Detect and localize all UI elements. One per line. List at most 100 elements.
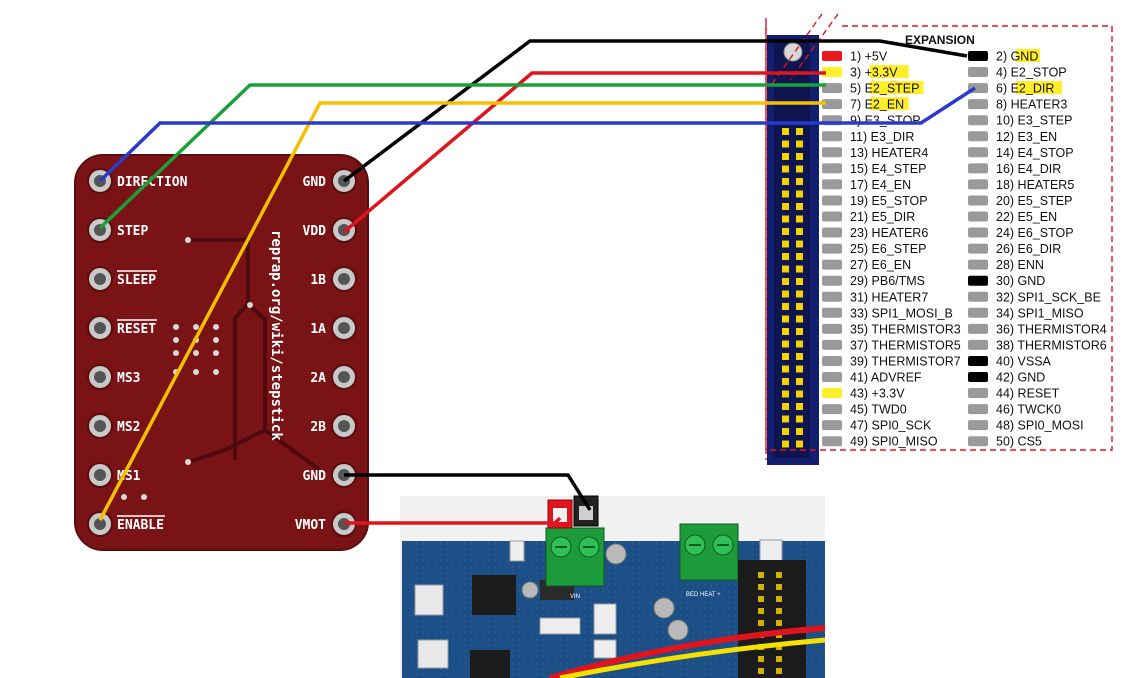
expansion-pin-label: 27) E6_EN bbox=[850, 258, 911, 272]
expansion-pin-label: 14) E4_STOP bbox=[996, 146, 1074, 160]
stepstick-pin-label: 1B bbox=[310, 273, 326, 288]
pin-highlight bbox=[1015, 81, 1063, 95]
box-header-pin bbox=[776, 668, 782, 674]
header-pin bbox=[796, 228, 803, 235]
header-pin bbox=[782, 390, 789, 398]
header-pin bbox=[796, 365, 803, 373]
header-pin bbox=[796, 415, 803, 423]
expansion-pin-label: 5) E2_STEP bbox=[850, 82, 919, 96]
header-pin bbox=[796, 390, 803, 398]
expansion-pin-label: 29) PB6/TMS bbox=[850, 274, 925, 288]
pin-marker bbox=[822, 436, 842, 447]
pin-marker bbox=[822, 275, 842, 286]
pin-marker bbox=[822, 83, 842, 94]
header-pin bbox=[796, 303, 803, 310]
pin-marker bbox=[968, 147, 988, 158]
expansion-pin-label: 7) E2_EN bbox=[850, 98, 904, 112]
pin-marker bbox=[968, 179, 988, 190]
pin-marker bbox=[822, 227, 842, 238]
header-pin bbox=[782, 353, 789, 360]
header-pin bbox=[796, 165, 803, 173]
wire-step-green bbox=[98, 83, 826, 230]
stepstick-driver: reprap.org/wiki/stepstick DIRECTIONSTEPS… bbox=[74, 154, 369, 551]
pin-marker bbox=[822, 243, 842, 254]
wires bbox=[98, 39, 976, 525]
expansion-pin-label: 16) E4_DIR bbox=[996, 162, 1061, 176]
expansion-pin-label: 43) +3.3V bbox=[850, 387, 905, 401]
terminal-vin-label: VIN bbox=[570, 594, 580, 600]
pin-marker bbox=[968, 51, 988, 61]
expansion-pin-label: 1) +5V bbox=[850, 50, 888, 64]
pin-highlight bbox=[1015, 49, 1040, 62]
pin-marker bbox=[822, 355, 842, 366]
expansion-pin-label: 21) E5_DIR bbox=[850, 210, 915, 224]
pin-marker bbox=[822, 67, 842, 78]
expansion-pin-label: 48) SPI0_MOSI bbox=[996, 419, 1084, 433]
header-pin bbox=[782, 278, 789, 285]
box-header-pin bbox=[758, 572, 764, 578]
expansion-pin-label: 49) SPI0_MISO bbox=[850, 435, 938, 449]
stepstick-pin-hole bbox=[94, 420, 106, 432]
header-pin bbox=[796, 440, 803, 448]
pin-marker bbox=[822, 339, 842, 350]
stepstick-pin-label: 2A bbox=[310, 371, 326, 386]
slash-dash-1 bbox=[789, 13, 839, 81]
expansion-pin-label: 22) E5_EN bbox=[996, 210, 1057, 224]
box-header-pin bbox=[758, 608, 764, 614]
board-cable bbox=[549, 625, 826, 678]
expansion-pin-label: 18) HEATER5 bbox=[996, 178, 1074, 192]
expansion-pin-label: 6) E2_DIR bbox=[996, 82, 1054, 96]
header-pin bbox=[796, 340, 803, 348]
box-header bbox=[738, 560, 806, 678]
expansion-pin-label: 20) E5_STEP bbox=[996, 194, 1072, 208]
wire-gnd-black bbox=[342, 39, 968, 183]
via bbox=[213, 350, 219, 356]
expansion-pin-label: 40) VSSA bbox=[996, 354, 1052, 368]
stepstick-pin-hole bbox=[94, 371, 106, 383]
stepstick-pin-label: MS2 bbox=[117, 420, 140, 435]
pin-marker bbox=[822, 211, 842, 222]
stepstick-pin-hole bbox=[338, 322, 350, 334]
expansion-pin-label: 15) E4_STEP bbox=[850, 162, 926, 176]
stepstick-pin-label: STEP bbox=[117, 224, 148, 239]
header-pin bbox=[782, 303, 789, 310]
wire-vmot-red bbox=[344, 516, 562, 525]
header-pin bbox=[782, 315, 789, 323]
expansion-pin-label: 17) E4_EN bbox=[850, 178, 911, 192]
expansion-pin-label: 32) SPI1_SCK_BE bbox=[996, 290, 1101, 304]
expansion-pin-label: 37) THERMISTOR5 bbox=[850, 338, 961, 352]
expansion-pin-label: 33) SPI1_MOSI_B bbox=[850, 306, 953, 320]
expansion-pin-label: 19) E5_STOP bbox=[850, 194, 928, 208]
box-header-pin bbox=[776, 608, 782, 614]
expansion-pin-label: 4) E2_STOP bbox=[996, 66, 1067, 80]
pin-marker bbox=[968, 243, 988, 254]
pin-marker bbox=[968, 259, 988, 270]
header-pin bbox=[796, 253, 803, 260]
header-pin bbox=[796, 190, 803, 198]
pin-marker bbox=[968, 67, 988, 78]
driver-chip-1 bbox=[472, 575, 516, 615]
expansion-pin-label: 2) GND bbox=[996, 50, 1038, 64]
pin-marker bbox=[968, 307, 988, 318]
pin-marker bbox=[968, 436, 988, 447]
header-pin bbox=[782, 153, 789, 160]
pin-marker bbox=[968, 115, 988, 126]
stepstick-pin-label: VMOT bbox=[295, 518, 326, 533]
header-pin bbox=[796, 178, 803, 185]
stepstick-pin-hole bbox=[94, 322, 106, 334]
header-pin bbox=[796, 128, 803, 135]
pin-marker bbox=[822, 51, 842, 61]
box-header-pin bbox=[776, 656, 782, 662]
pin-marker bbox=[822, 388, 842, 399]
header-pin bbox=[782, 340, 789, 348]
header-pin bbox=[796, 265, 803, 273]
expansion-pin-label: 10) E3_STEP bbox=[996, 114, 1072, 128]
expansion-pin-label: 23) HEATER6 bbox=[850, 226, 928, 240]
stepstick-pin-hole bbox=[94, 469, 106, 481]
via bbox=[141, 494, 147, 500]
expansion-pin-label: 47) SPI0_SCK bbox=[850, 419, 932, 433]
expansion-pin-label: 41) ADVREF bbox=[850, 371, 922, 385]
pin-marker bbox=[822, 404, 842, 415]
header-pin bbox=[782, 365, 789, 373]
